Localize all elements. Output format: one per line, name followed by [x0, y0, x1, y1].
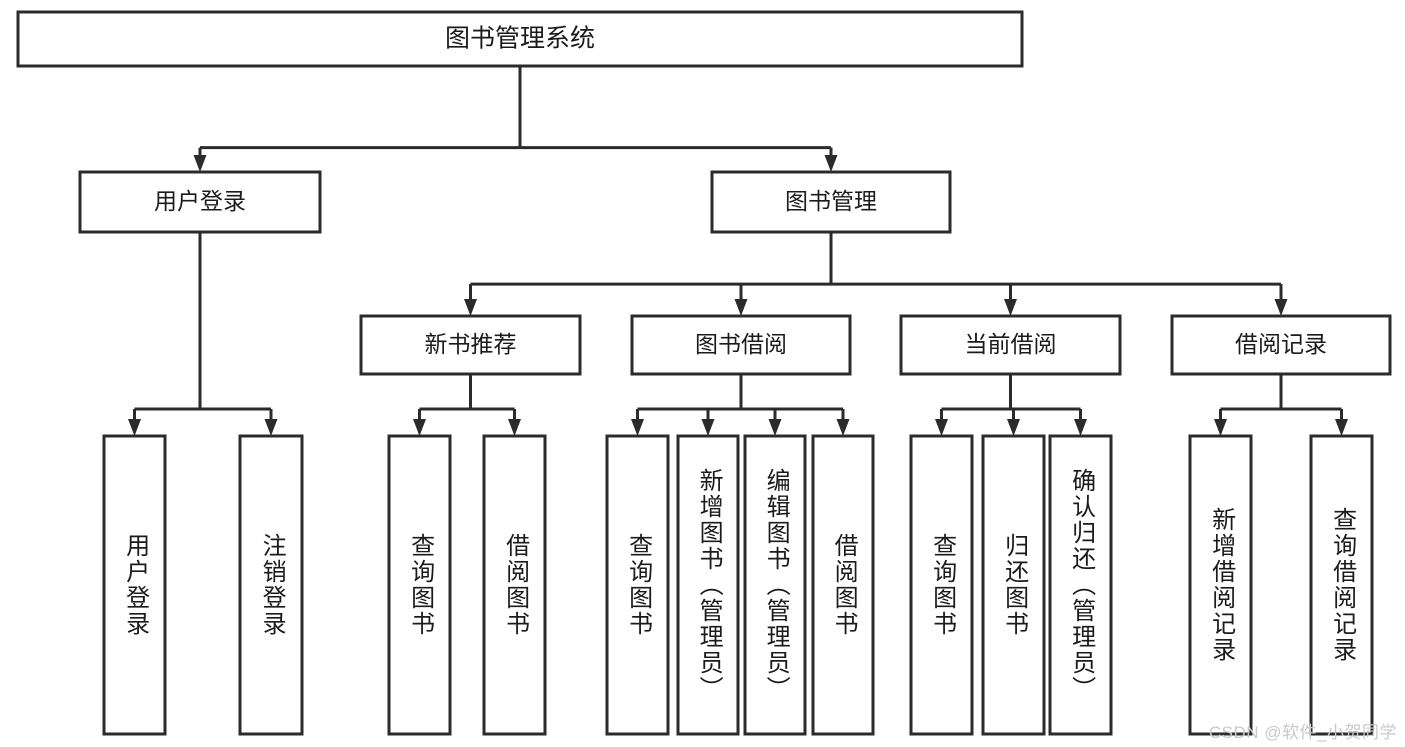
node-box-leaf-confirm-return: [1048, 434, 1113, 736]
node-book-management[interactable]: 图书管理: [710, 170, 952, 234]
node-box-leaf-borrow-book-2: [811, 434, 875, 736]
node-current-borrow[interactable]: 当前借阅: [899, 314, 1122, 376]
arrow-head: [508, 419, 521, 436]
node-box-book-management: [710, 170, 952, 234]
node-borrow-record[interactable]: 借阅记录: [1170, 314, 1392, 376]
node-leaf-query-borrow-record[interactable]: [1309, 434, 1374, 736]
node-leaf-edit-book[interactable]: [743, 434, 807, 736]
node-box-leaf-query-borrow-record: [1309, 434, 1374, 736]
arrow-head: [464, 299, 477, 316]
node-box-user-login: [78, 170, 322, 234]
arrow-head: [193, 155, 207, 172]
node-leaf-query-book-1[interactable]: [387, 434, 452, 736]
node-box-leaf-query-book-2: [605, 434, 670, 736]
node-label-book-management: 图书管理: [785, 188, 877, 214]
node-box-leaf-query-book-3: [909, 434, 974, 736]
node-box-root: [16, 10, 1024, 68]
node-box-leaf-add-borrow-record: [1188, 434, 1253, 736]
arrow-head: [701, 419, 715, 436]
node-box-leaf-user-login: [102, 434, 167, 736]
node-box-leaf-logout-login: [238, 434, 304, 736]
arrow-head: [413, 419, 426, 436]
node-box-leaf-add-book: [676, 434, 740, 736]
node-leaf-user-login[interactable]: [102, 434, 167, 736]
node-label-current-borrow: 当前借阅: [965, 331, 1057, 357]
node-leaf-query-book-2[interactable]: [605, 434, 670, 736]
arrow-head: [128, 419, 141, 436]
node-root[interactable]: 图书管理系统: [16, 10, 1024, 68]
node-box-book-borrow: [630, 314, 852, 376]
node-box-new-book-recommend: [359, 314, 582, 376]
arrow-head: [1074, 419, 1087, 436]
node-label-new-book-recommend: 新书推荐: [425, 331, 517, 357]
node-label-borrow-record: 借阅记录: [1235, 331, 1327, 357]
node-user-login[interactable]: 用户登录: [78, 170, 322, 234]
node-label-book-borrow: 图书借阅: [695, 331, 787, 357]
arrow-head: [1214, 419, 1227, 436]
arrow-head: [734, 299, 748, 316]
node-leaf-confirm-return[interactable]: [1048, 434, 1113, 736]
arrow-head: [1004, 299, 1017, 316]
node-label-root: 图书管理系统: [445, 25, 595, 53]
node-leaf-query-book-3[interactable]: [909, 434, 974, 736]
node-leaf-return-book[interactable]: [981, 434, 1046, 736]
arrow-head: [1007, 419, 1020, 436]
node-leaf-logout-login[interactable]: [238, 434, 304, 736]
node-new-book-recommend[interactable]: 新书推荐: [359, 314, 582, 376]
node-box-leaf-borrow-book-1: [482, 434, 547, 736]
node-box-leaf-edit-book: [743, 434, 807, 736]
arrow-head: [1335, 419, 1348, 436]
arrow-head: [824, 155, 838, 172]
node-label-user-login: 用户登录: [154, 188, 246, 214]
node-leaf-borrow-book-1[interactable]: [482, 434, 547, 736]
node-leaf-borrow-book-2[interactable]: [811, 434, 875, 736]
node-box-leaf-query-book-1: [387, 434, 452, 736]
node-book-borrow[interactable]: 图书借阅: [630, 314, 852, 376]
node-leaf-add-borrow-record[interactable]: [1188, 434, 1253, 736]
arrow-head: [264, 419, 278, 436]
connectors-layer: [128, 66, 1348, 436]
arrow-head: [1274, 299, 1288, 316]
watermark-text: CSDN @软件_小贺同学: [1208, 723, 1397, 742]
arrow-head: [935, 419, 948, 436]
node-box-current-borrow: [899, 314, 1122, 376]
node-leaf-add-book[interactable]: [676, 434, 740, 736]
node-box-leaf-return-book: [981, 434, 1046, 736]
arrow-head: [631, 419, 644, 436]
arrow-head: [768, 419, 782, 436]
arrow-head: [836, 419, 850, 436]
node-box-borrow-record: [1170, 314, 1392, 376]
